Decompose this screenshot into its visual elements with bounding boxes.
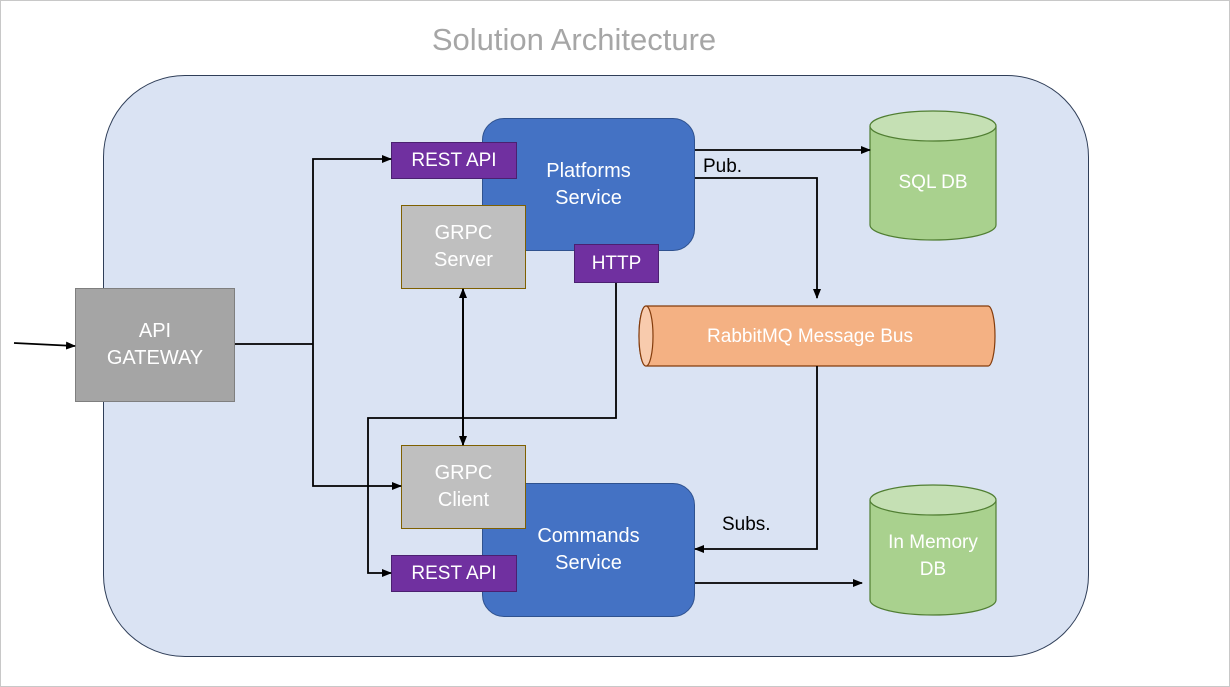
rest-api-bottom: REST API xyxy=(391,555,517,592)
grpc-server: GRPC Server xyxy=(401,205,526,289)
rest-api-top: REST API xyxy=(391,142,517,179)
http-tag: HTTP xyxy=(574,244,659,283)
subs-label: Subs. xyxy=(722,514,771,535)
message-bus-label: RabbitMQ Message Bus xyxy=(707,325,913,347)
diagram-title: Solution Architecture xyxy=(431,22,717,57)
api-gateway: API GATEWAY xyxy=(75,288,235,402)
sql-db-label: SQL DB xyxy=(898,171,968,193)
pub-label: Pub. xyxy=(703,156,743,177)
in-memory-db-label: In Memory DB xyxy=(888,532,978,580)
grpc-client: GRPC Client xyxy=(401,445,526,529)
